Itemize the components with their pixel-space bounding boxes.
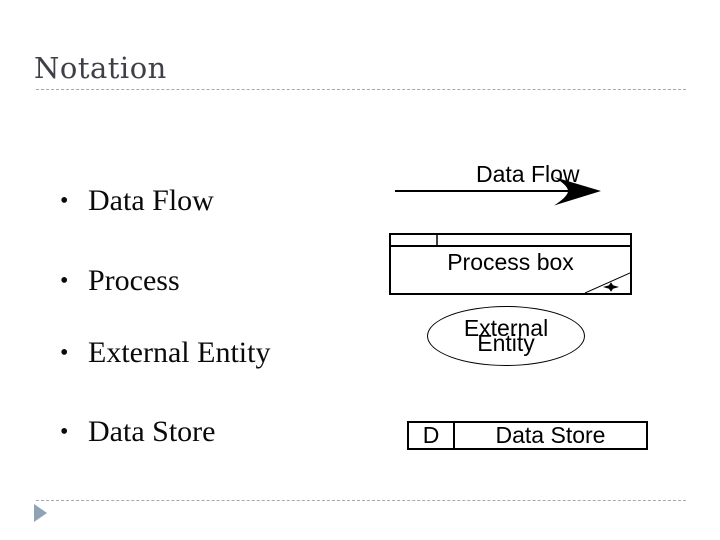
data-store-name-cell: Data Store: [455, 422, 646, 448]
bullet-item-external-entity: • External Entity: [60, 336, 270, 370]
data-store-label: Data Store: [495, 422, 606, 448]
data-store-id-cell: D: [409, 422, 455, 448]
bullet-item-data-store: • Data Store: [60, 415, 215, 449]
process-box-label: Process box: [447, 249, 574, 275]
bullet-dot: •: [60, 340, 69, 366]
bullet-item-process: • Process: [60, 264, 180, 298]
bullet-dot: •: [60, 268, 69, 294]
bullet-item-data-flow: • Data Flow: [60, 184, 214, 218]
process-box-detail-lines: [391, 235, 630, 293]
external-entity-label-line2: Entity: [477, 330, 535, 356]
bullet-label-external-entity: External Entity: [88, 336, 271, 369]
bullet-label-process: Process: [88, 264, 180, 297]
bullet-dot: •: [60, 419, 69, 445]
footer-arrow-icon: [34, 504, 47, 522]
title-divider-rule: [36, 89, 686, 90]
data-store-id: D: [422, 422, 440, 448]
data-store-shape: D Data Store: [407, 421, 648, 450]
bullet-label-data-store: Data Store: [88, 415, 216, 448]
footer-divider-rule: [36, 500, 686, 501]
external-entity-label: External Entity: [463, 315, 549, 356]
external-entity-label-line1: External: [463, 315, 549, 341]
data-flow-arrow-icon: [395, 177, 601, 206]
process-box-shape: Process box: [389, 233, 632, 295]
slide-title: Notation: [34, 51, 167, 85]
external-entity-shape: External Entity: [427, 306, 585, 366]
bullet-dot: •: [60, 188, 69, 214]
resize-handle-glyph: [603, 282, 619, 292]
bullet-label-data-flow: Data Flow: [88, 184, 214, 217]
